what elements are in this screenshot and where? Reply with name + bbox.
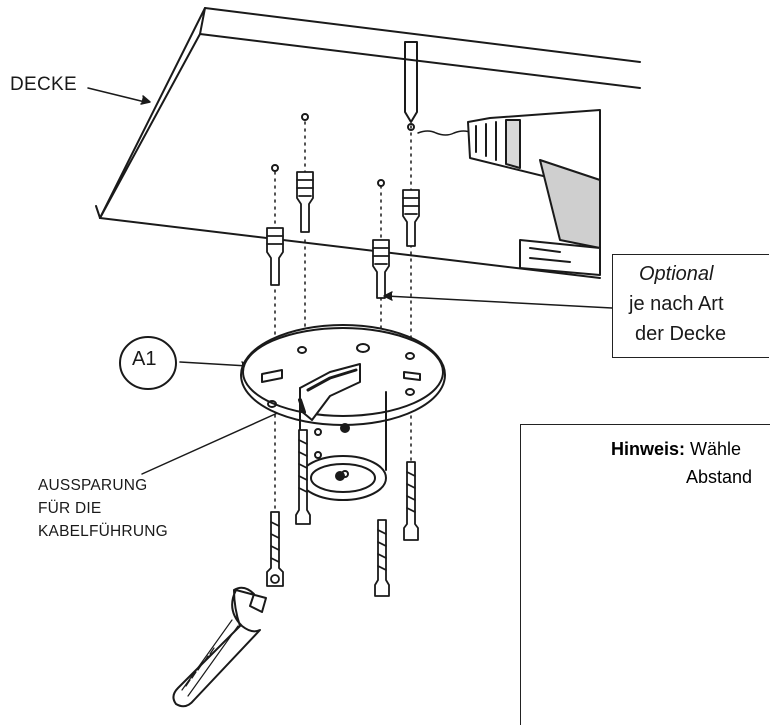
hint-text: Wähle (685, 439, 742, 459)
hint-box: Hinweis: Wähle Abstand (520, 424, 770, 725)
wrench-icon (172, 586, 267, 708)
cable-cutout-label: AUSSPARUNG FÜR DIE KABELFÜHRUNG (38, 474, 168, 543)
cable-cutout-line2: FÜR DIE (38, 500, 102, 517)
ceiling-label: DECKE (10, 74, 77, 95)
hint-bold: Hinweis: (611, 439, 686, 459)
ceiling-mount-icon (240, 324, 446, 501)
bracket-id-label: A1 (132, 348, 157, 370)
screw-icon (266, 429, 419, 597)
drill-icon (417, 109, 601, 276)
drill-bit-icon (404, 41, 418, 123)
wall-plug-icon (266, 171, 420, 299)
bracket-id-circle (119, 336, 177, 390)
optional-line3: der Decke (635, 323, 727, 345)
optional-line2: je nach Art (629, 293, 724, 315)
cable-cutout-line3: KABELFÜHRUNG (38, 523, 168, 540)
optional-line1: Optional (639, 263, 714, 285)
ceiling-slab (95, 7, 641, 279)
hint-line1: Hinweis: Wähle (611, 439, 741, 460)
optional-note-box: Optional je nach Art der Decke (612, 254, 769, 358)
hint-line2: Abstand (686, 467, 753, 487)
cable-cutout-line1: AUSSPARUNG (38, 477, 148, 494)
